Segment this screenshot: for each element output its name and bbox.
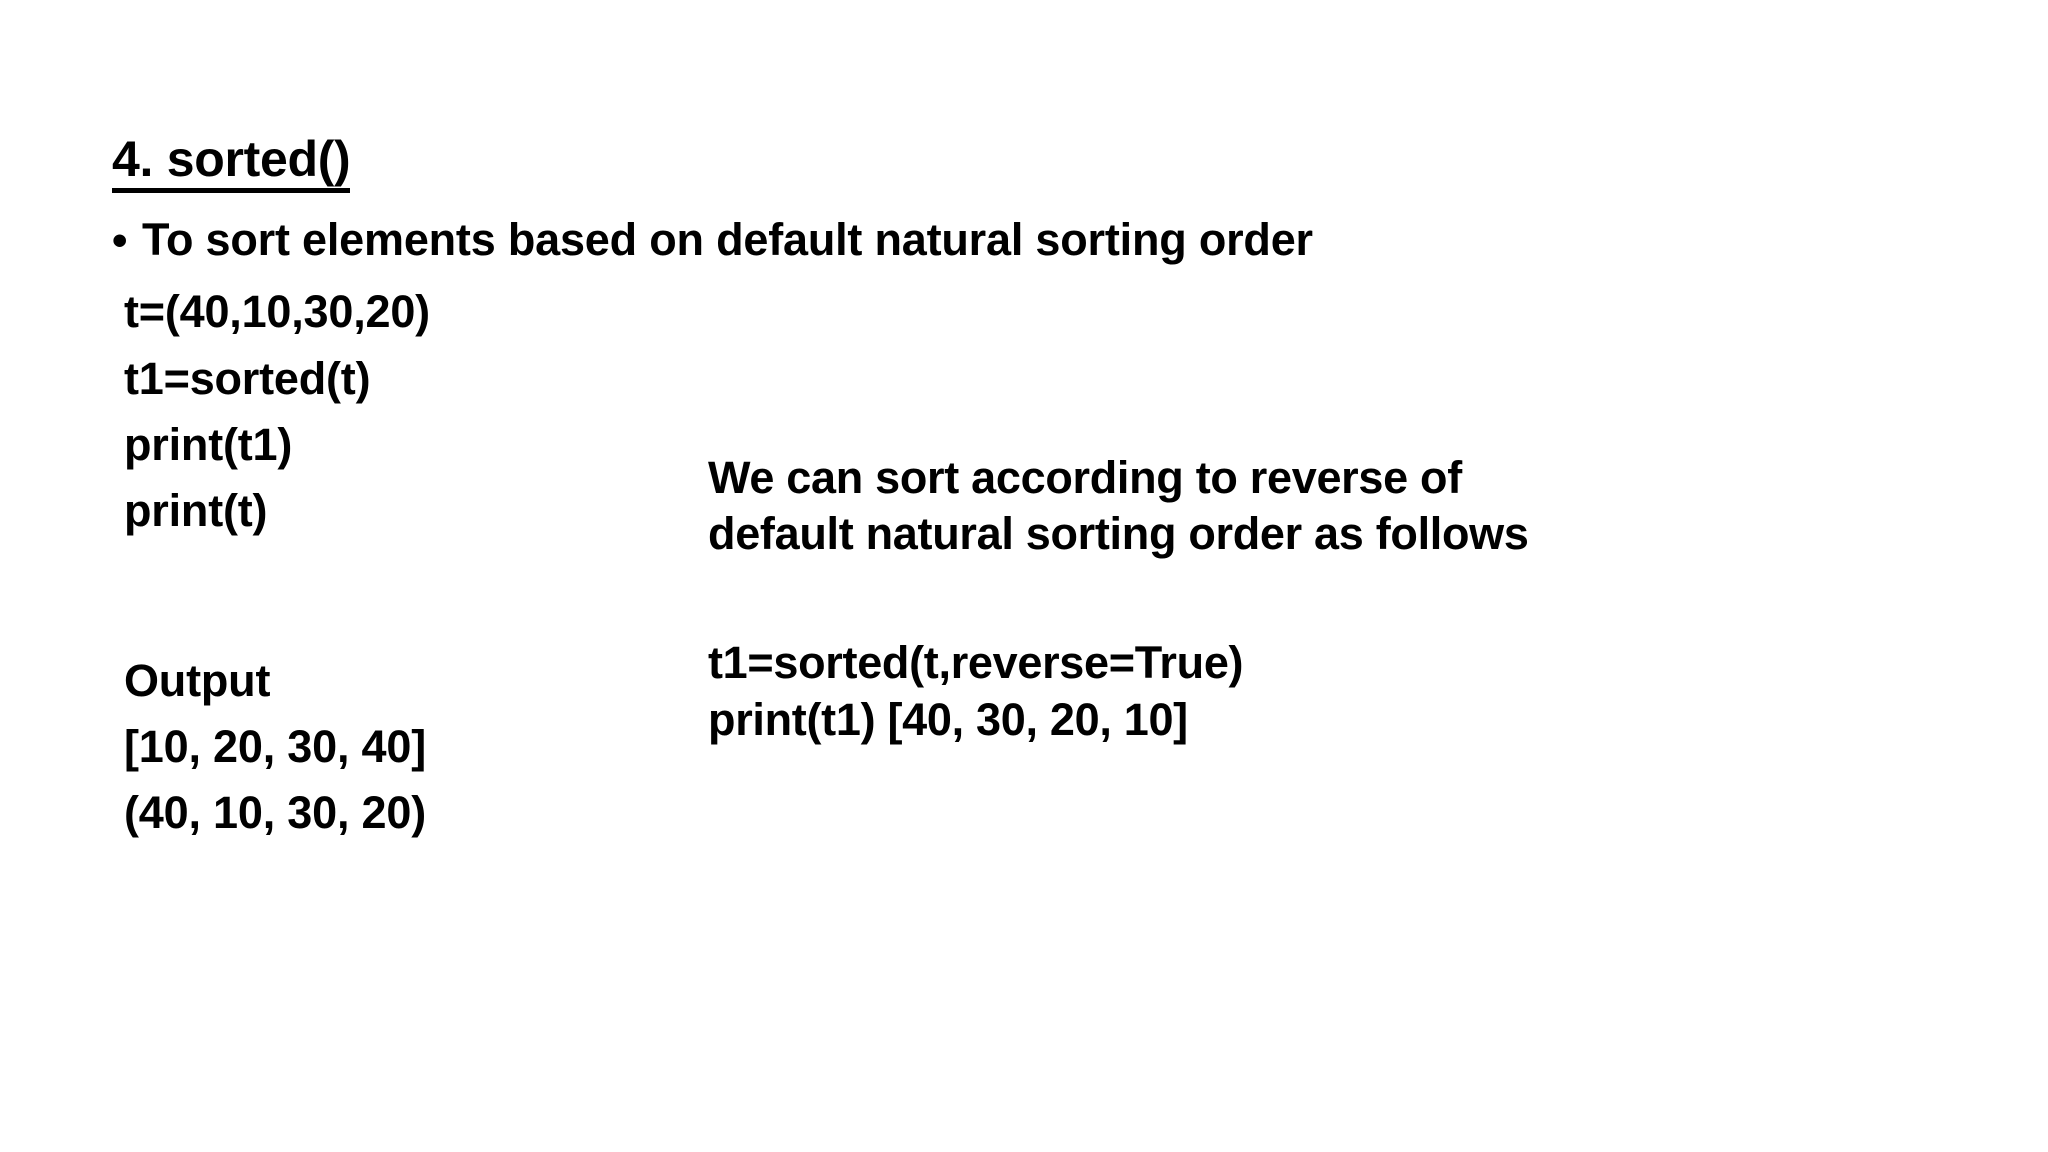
output-block: Output [10, 20, 30, 40] (40, 10, 30, 20)	[124, 648, 712, 846]
left-content-column: 4. sorted() • To sort elements based on …	[112, 132, 1313, 846]
note-line: default natural sorting order as follows	[708, 507, 1529, 559]
code-line: t1=sorted(t,reverse=True)	[708, 636, 1244, 688]
code-line: print(t1)	[124, 418, 293, 470]
bullet-item: • To sort elements based on default natu…	[112, 214, 1313, 265]
code-block-reverse: t1=sorted(t,reverse=True) print(t1) [40,…	[708, 634, 1528, 749]
note-line: We can sort according to reverse of	[708, 452, 1462, 503]
code-line: print(t)	[124, 484, 268, 536]
code-line: t=(40,10,30,20)	[124, 286, 430, 338]
right-content-column: We can sort according to reverse of defa…	[708, 450, 1529, 749]
code-line: print(t1) [40, 30, 20, 10]	[708, 694, 1188, 746]
output-line: (40, 10, 30, 20)	[124, 787, 427, 839]
bullet-dot-icon: •	[112, 216, 128, 265]
output-label: Output	[124, 654, 271, 706]
page-title: 4. sorted()	[112, 132, 351, 193]
bullet-item-label: To sort elements based on default natura…	[142, 214, 1313, 265]
code-block-basic: t=(40,10,30,20) t1=sorted(t) print(t1) p…	[124, 279, 712, 544]
output-line: [10, 20, 30, 40]	[124, 721, 427, 773]
code-line: t1=sorted(t)	[124, 352, 371, 404]
